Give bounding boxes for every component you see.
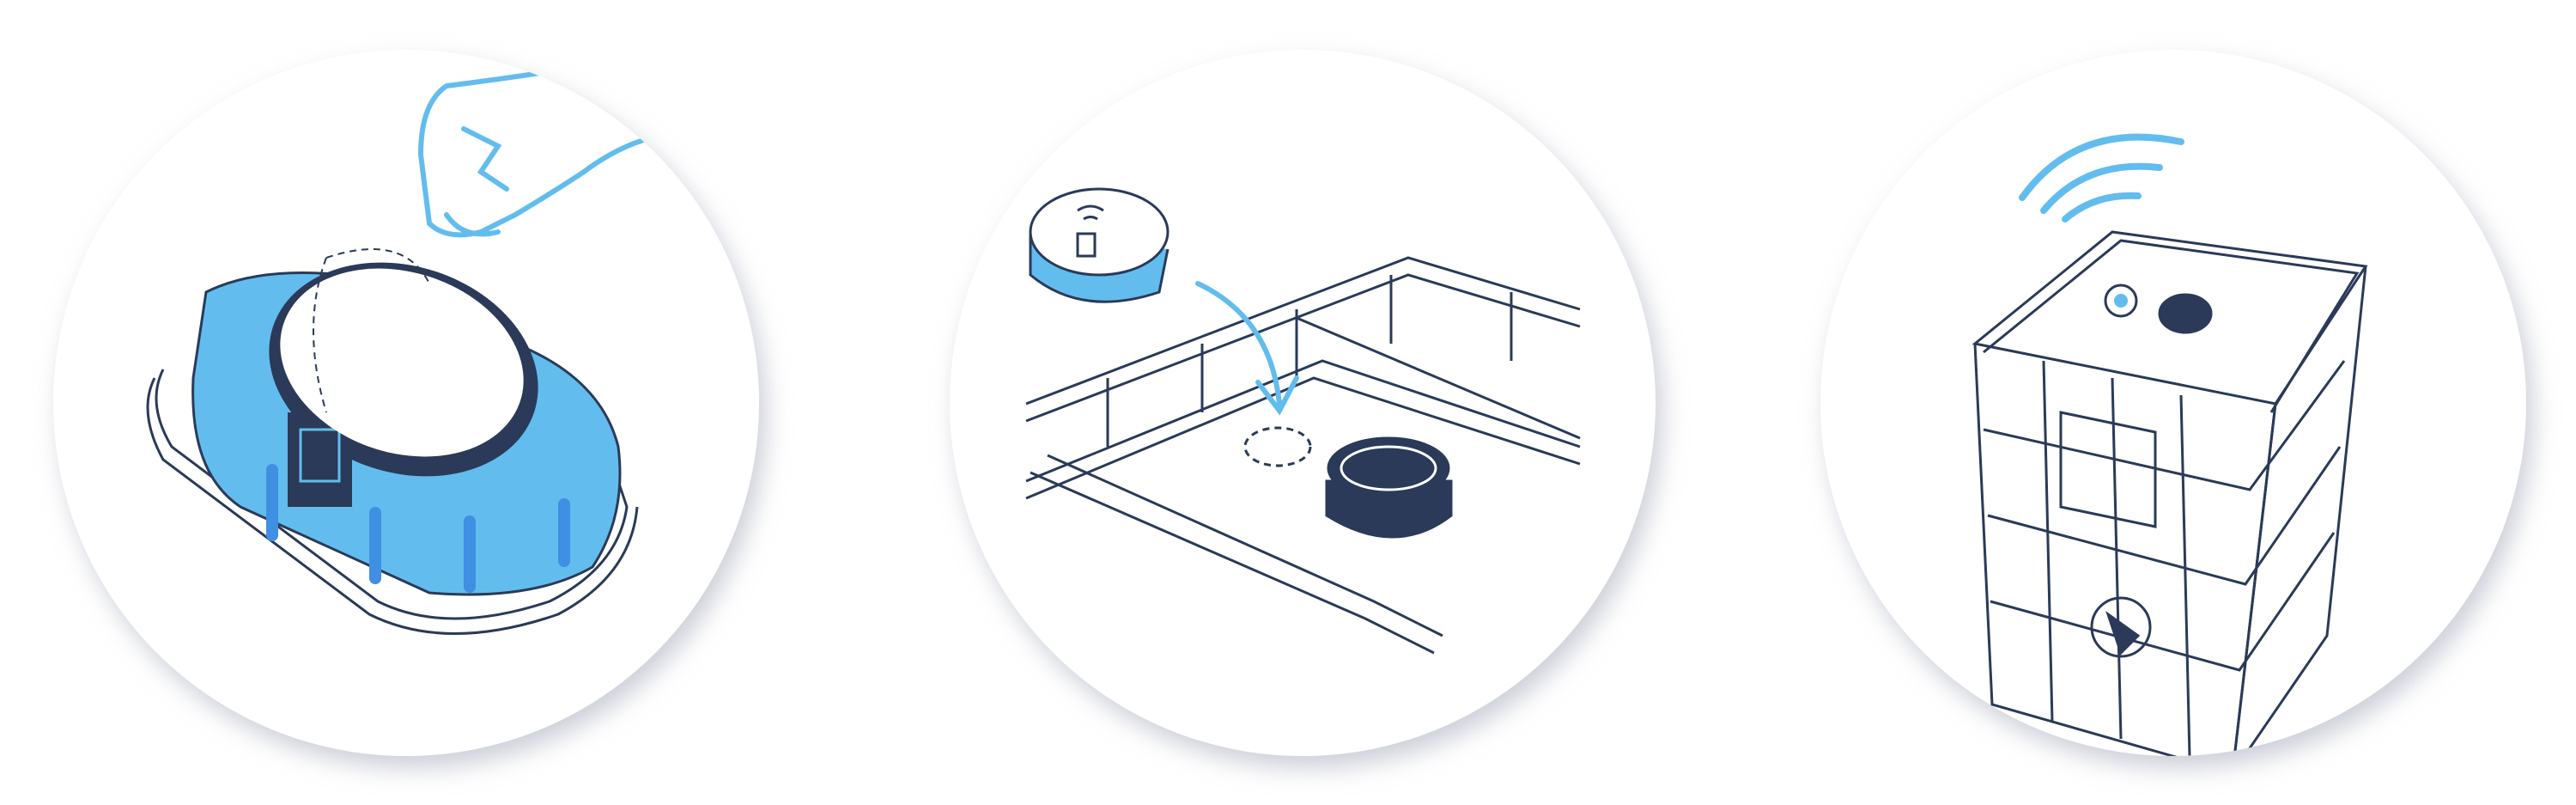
hand-icon <box>417 66 655 238</box>
tank-cap-icon <box>1325 436 1453 539</box>
adhesive-backing <box>280 268 524 457</box>
tank-lid-frame <box>1025 256 1581 423</box>
arrow-icon <box>1195 281 1299 416</box>
wifi-signal-icon <box>2019 133 2184 223</box>
ibc-tank-cage <box>1971 230 2368 756</box>
step-2-place-sensor <box>950 50 1656 756</box>
step-circle <box>950 50 1656 756</box>
sensor-device <box>1029 187 1170 303</box>
step-1-peel-sensor <box>53 50 759 756</box>
tray-outline <box>155 369 629 620</box>
step-circle <box>1820 50 2526 756</box>
step-3-wireless-tank <box>1820 50 2526 756</box>
sensor-target-outline <box>1243 426 1312 467</box>
